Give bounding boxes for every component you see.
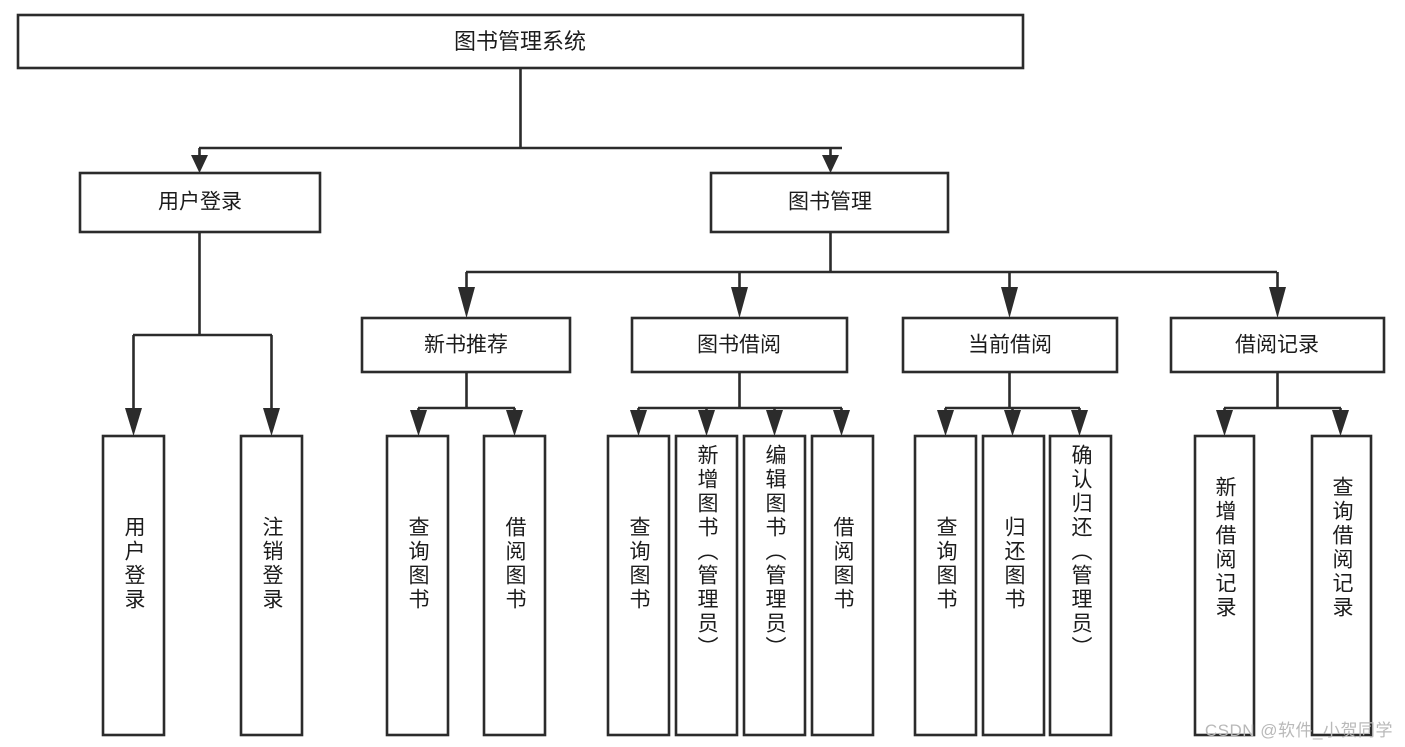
leaf-box-return-book[interactable]: [981, 434, 1046, 737]
connector-group-new-book-rec: [410, 372, 523, 436]
leaf-box-query-book-1[interactable]: [385, 434, 450, 737]
leaf-box-borrow-book-1[interactable]: [482, 434, 547, 737]
node-root-label: 图书管理系统: [454, 29, 586, 54]
arrow-head-leaf-user-logout: [263, 408, 280, 436]
node-new-book-rec-label: 新书推荐: [424, 334, 508, 357]
arrow-head-user-login: [191, 155, 208, 173]
leaf-box-group: [101, 434, 1373, 737]
node-current-borrow[interactable]: 当前借阅: [901, 316, 1119, 374]
arrow-head-book-borrow: [731, 287, 748, 318]
node-borrow-record-label: 借阅记录: [1235, 334, 1319, 357]
node-borrow-record[interactable]: 借阅记录: [1169, 316, 1386, 374]
arrow-head-leaf-user-login: [125, 408, 142, 436]
leaf-box-add-record[interactable]: [1193, 434, 1256, 737]
node-book-manage[interactable]: 图书管理: [709, 171, 950, 234]
leaf-box-query-book-3[interactable]: [913, 434, 978, 737]
arrow-head-borrow-record: [1269, 287, 1286, 318]
arrow-head-new-book-rec: [458, 287, 475, 318]
node-new-book-rec-box[interactable]: [360, 316, 572, 374]
arrow-head-book-manage: [822, 155, 839, 173]
arrow-head-leaf-query-book-2: [630, 410, 647, 436]
arrow-head-leaf-borrow-book-2: [833, 410, 850, 436]
leaf-box-query-book-2[interactable]: [606, 434, 671, 737]
arrow-head-leaf-return-book: [1004, 410, 1021, 436]
arrow-head-leaf-query-record: [1332, 410, 1349, 436]
arrow-head-current-borrow: [1001, 287, 1018, 318]
connector-group-book-borrow: [630, 372, 850, 436]
node-book-borrow[interactable]: 图书借阅: [630, 316, 849, 374]
node-current-borrow-label: 当前借阅: [968, 334, 1052, 357]
node-current-borrow-box[interactable]: [901, 316, 1119, 374]
node-root-box[interactable]: [16, 13, 1025, 70]
leaf-box-user-login[interactable]: [101, 434, 166, 737]
node-book-borrow-label: 图书借阅: [697, 334, 781, 357]
connector-group-book-manage: [458, 232, 1286, 318]
node-new-book-rec[interactable]: 新书推荐: [360, 316, 572, 374]
node-user-login-label: 用户登录: [158, 191, 242, 214]
connector-group-borrow-record: [1216, 372, 1349, 436]
leaf-box-user-logout[interactable]: [239, 434, 304, 737]
arrow-head-leaf-confirm-return: [1071, 410, 1088, 436]
arrow-head-leaf-borrow-book-1: [506, 410, 523, 436]
connector-group-user-login: [125, 232, 280, 436]
watermark-text: CSDN @软件_小贺同学: [1204, 721, 1393, 740]
connector-group-current-borrow: [937, 372, 1088, 436]
node-borrow-record-box[interactable]: [1169, 316, 1386, 374]
leaf-box-query-record[interactable]: [1310, 434, 1373, 737]
leaf-box-borrow-book-2[interactable]: [810, 434, 875, 737]
arrow-head-leaf-edit-book: [766, 410, 783, 436]
leaf-box-edit-book[interactable]: [742, 434, 807, 737]
node-user-login[interactable]: 用户登录: [78, 171, 322, 234]
node-book-manage-label: 图书管理: [788, 191, 872, 214]
node-book-manage-box[interactable]: [709, 171, 950, 234]
leaf-box-confirm-return[interactable]: [1048, 434, 1113, 737]
node-root[interactable]: 图书管理系统: [16, 13, 1025, 70]
node-user-login-box[interactable]: [78, 171, 322, 234]
arrow-head-leaf-query-book-1: [410, 410, 427, 436]
arrow-head-leaf-query-book-3: [937, 410, 954, 436]
node-book-borrow-box[interactable]: [630, 316, 849, 374]
leaf-box-add-book[interactable]: [674, 434, 739, 737]
arrow-head-leaf-add-record: [1216, 410, 1233, 436]
connector-group-root: [191, 68, 842, 173]
arrow-head-leaf-add-book: [698, 410, 715, 436]
